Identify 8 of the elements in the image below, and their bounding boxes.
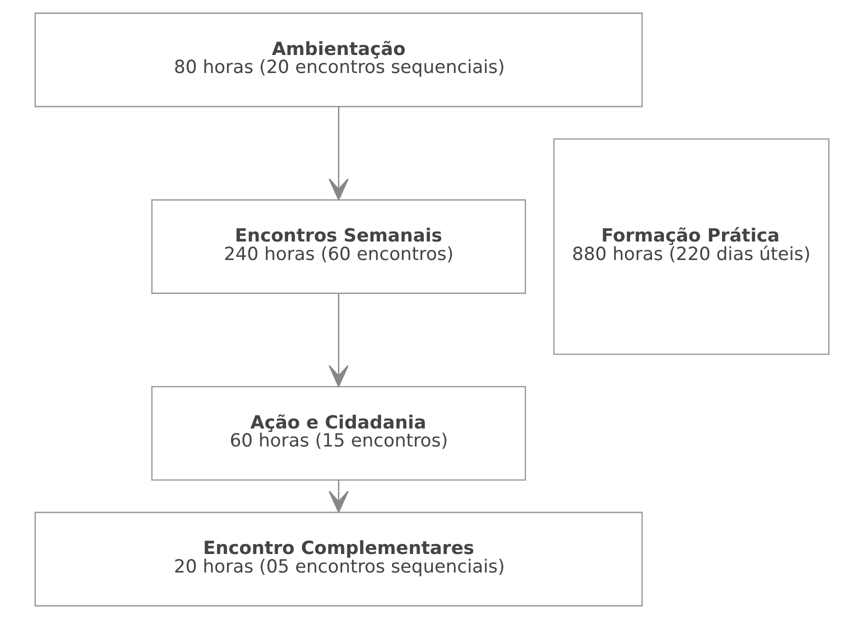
node-box: Ação e Cidadania 60 horas (15 encontros) (151, 386, 526, 481)
arrow (328, 293, 349, 388)
node-box: Encontro Complementares 20 horas (05 encontros sequenciais) (34, 512, 643, 606)
node-box: Formação Prática 880 horas (220 dias úteis) (553, 138, 830, 355)
node-box: Ambientação 80 horas (20 encontros sequenciais) (34, 12, 643, 108)
node-box: Encontros Semanais 240 horas (60 encontros) (151, 199, 526, 294)
arrow (328, 480, 349, 513)
arrow (328, 106, 349, 200)
